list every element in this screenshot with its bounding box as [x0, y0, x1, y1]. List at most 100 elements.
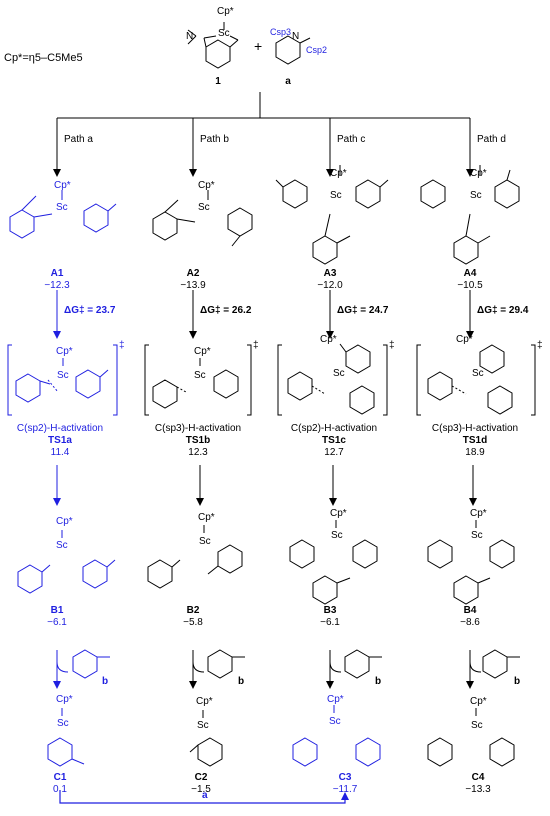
- a4-energy: −10.5: [457, 280, 483, 291]
- a1-energy: −12.3: [44, 280, 70, 291]
- b2-structure: [147, 525, 243, 589]
- ts-to-b-arrows: [53, 465, 477, 506]
- branch-lines: [53, 92, 474, 177]
- ts1c-structure: [287, 343, 375, 415]
- byproduct-b-label-b: b: [238, 676, 245, 687]
- n-label-top: N: [186, 31, 194, 42]
- c3-label: C3: [338, 772, 352, 783]
- csp2-label: Csp2: [306, 45, 328, 55]
- b2-sc-label: Sc: [199, 536, 211, 547]
- ts1b-cp-label: Cp*: [194, 346, 211, 357]
- a1-cp-label: Cp*: [54, 180, 71, 191]
- a2-structure: [152, 190, 253, 247]
- ts1b-dagger: ‡: [253, 340, 259, 351]
- byproduct-b-label-a: b: [102, 676, 109, 687]
- plus-sign: +: [254, 38, 263, 54]
- barrier-c: ΔG‡ = 24.7: [337, 305, 389, 316]
- c4-energy: −13.3: [465, 784, 491, 795]
- a4-cp-label: Cp*: [470, 168, 487, 179]
- cp-label-top: Cp*: [217, 6, 234, 17]
- compound-a-label: a: [285, 76, 291, 87]
- b1-cp-label: Cp*: [56, 516, 73, 527]
- b1-label: B1: [50, 605, 64, 616]
- a4-label: A4: [463, 268, 477, 279]
- b1-energy: −6.1: [47, 617, 67, 628]
- b2-energy: −5.8: [183, 617, 203, 628]
- b4-sc-label: Sc: [471, 530, 483, 541]
- byproduct-b-label-c: b: [375, 676, 382, 687]
- ts1c-sc-label: Sc: [333, 368, 345, 379]
- a2-cp-label: Cp*: [198, 180, 215, 191]
- c2-sc-label: Sc: [197, 720, 209, 731]
- ts1a-sc-label: Sc: [57, 370, 69, 381]
- b2-label: B2: [186, 605, 200, 616]
- a3-cp-label: Cp*: [330, 168, 347, 179]
- b2-cp-label: Cp*: [198, 512, 215, 523]
- c2-energy: −1.5: [191, 784, 211, 795]
- path-a-label: Path a: [64, 134, 93, 145]
- a1-label: A1: [50, 268, 64, 279]
- c3-energy: −11.7: [332, 784, 358, 795]
- n-label-pyridine: N: [292, 31, 300, 42]
- a2-label: A2: [186, 268, 200, 279]
- a4-sc-label: Sc: [470, 190, 482, 201]
- ts1b-activation: C(sp3)-H-activation: [154, 423, 242, 434]
- b4-energy: −8.6: [460, 617, 480, 628]
- ts1a-dagger: ‡: [119, 340, 125, 351]
- ts1c-activation: C(sp2)-H-activation: [290, 423, 378, 434]
- b-to-c-arrows: [53, 650, 482, 689]
- ts1b-sc-label: Sc: [194, 370, 206, 381]
- ts1d-activation: C(sp3)-H-activation: [431, 423, 519, 434]
- ts1a-cp-label: Cp*: [56, 346, 73, 357]
- ts1c-dagger: ‡: [389, 340, 395, 351]
- c2-label: C2: [194, 772, 208, 783]
- compound-1-structure: [187, 22, 239, 69]
- ts1b-label: TS1b: [185, 435, 211, 446]
- a3-structure: [275, 165, 389, 265]
- b3-structure: [289, 520, 378, 605]
- c1-cp-label: Cp*: [56, 694, 73, 705]
- ts1a-label: TS1a: [48, 435, 72, 446]
- c1-sc-label: Sc: [57, 718, 69, 729]
- c2-cp-label: Cp*: [196, 696, 213, 707]
- ts1a-energy: 11.4: [50, 447, 70, 458]
- b3-label: B3: [323, 605, 337, 616]
- a4-structure: [420, 165, 520, 265]
- ts1d-dagger: ‡: [537, 340, 543, 351]
- byproduct-b-structures: [72, 649, 520, 679]
- a3-sc-label: Sc: [330, 190, 342, 201]
- byproduct-b-label-d: b: [514, 676, 521, 687]
- path-b-label: Path b: [200, 134, 229, 145]
- ts1b-energy: 12.3: [188, 447, 208, 458]
- c4-cp-label: Cp*: [470, 696, 487, 707]
- ts1c-label: TS1c: [322, 435, 346, 446]
- a1-structure: [9, 190, 117, 239]
- ts1a-activation: C(sp2)-H-activation: [16, 423, 104, 434]
- c3-cp-label: Cp*: [327, 694, 344, 705]
- barrier-b: ΔG‡ = 26.2: [200, 305, 252, 316]
- ts-brackets: [7, 344, 536, 416]
- compound-1-label: 1: [215, 76, 221, 87]
- ts1d-structure: [427, 344, 513, 415]
- barrier-a: ΔG‡ = 23.7: [64, 305, 116, 316]
- ts1d-cp-label: Cp*: [456, 334, 473, 345]
- compound-a-structure: [275, 35, 311, 65]
- sc-label-top: Sc: [218, 28, 230, 39]
- c4-label: C4: [471, 772, 485, 783]
- ts1c-cp-label: Cp*: [320, 334, 337, 345]
- c3-sc-label: Sc: [329, 716, 341, 727]
- b4-cp-label: Cp*: [470, 508, 487, 519]
- c3-structure: [292, 705, 381, 767]
- path-c-label: Path c: [337, 134, 366, 145]
- b4-label: B4: [463, 605, 477, 616]
- ts1d-energy: 18.9: [465, 447, 485, 458]
- barrier-d: ΔG‡ = 29.4: [477, 305, 529, 316]
- b3-sc-label: Sc: [331, 530, 343, 541]
- b4-structure: [427, 520, 515, 605]
- bottom-arrow-label: a: [202, 790, 208, 801]
- cp-definition: Cp*=η5–C5Me5: [4, 52, 83, 64]
- ts1d-label: TS1d: [462, 435, 488, 446]
- a2-energy: −13.9: [180, 280, 206, 291]
